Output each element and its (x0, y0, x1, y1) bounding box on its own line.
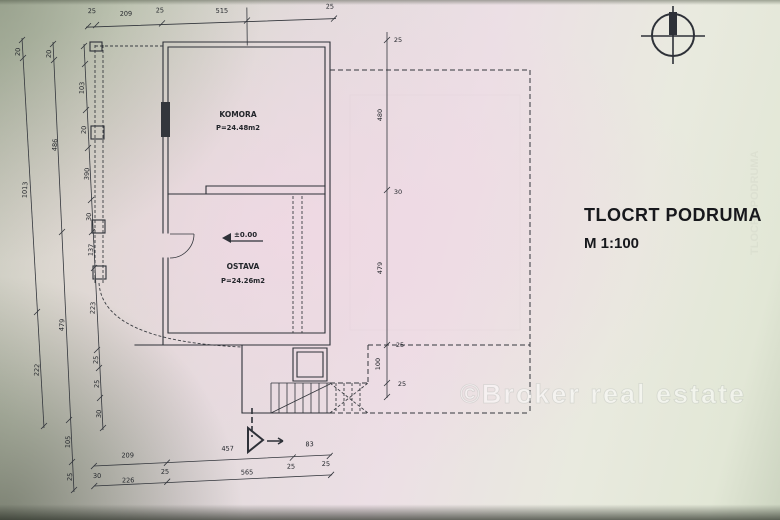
dim-label: 223 (89, 301, 98, 314)
dim-label: 25 (161, 468, 169, 476)
dim-label: 486 (51, 138, 60, 151)
dim-label: 25 (93, 380, 101, 389)
dim-label: 103 (78, 81, 87, 94)
dim-chain-bottom: 209 457 83 30 25 25 25 226 565 (90, 440, 335, 490)
entrance-arrow-icon (247, 425, 265, 455)
dim-label: 25 (398, 380, 406, 388)
dim-label: 209 (121, 451, 134, 459)
dim-label: 30 (93, 472, 101, 480)
room-label-komora: KOMORA (219, 110, 256, 119)
dim-label: 25 (92, 356, 100, 365)
wall-post-2 (90, 125, 105, 140)
dim-label: 20 (14, 48, 22, 57)
dim-label: 1013 (21, 181, 30, 198)
dim-label: 25 (396, 341, 404, 349)
entrance-direction-arrow (267, 437, 284, 445)
interior-wall (167, 185, 326, 195)
dim-label: 565 (241, 468, 254, 476)
terrace-outline (330, 69, 531, 414)
dim-chain-left-outer: 20 1013 222 (14, 36, 48, 430)
dim-chain-right: 25 480 30 479 25 100 25 (374, 32, 406, 401)
dim-label: 390 (83, 167, 92, 180)
inner-wall (167, 46, 326, 334)
dim-label: 25 (88, 7, 96, 15)
dim-label: 25 (394, 36, 402, 44)
projection-lines (292, 196, 303, 333)
level-marker-label: ±0.00 (234, 231, 257, 239)
wall-post-3 (91, 219, 106, 234)
outer-wall (134, 41, 331, 346)
dim-label: 100 (374, 358, 382, 370)
dim-label: 20 (80, 126, 88, 135)
dim-label: 83 (305, 440, 313, 448)
dim-label: 30 (85, 213, 93, 222)
retaining-wall (89, 41, 243, 348)
dim-label: 479 (58, 318, 67, 331)
stair-direction-line (270, 383, 331, 414)
dim-label: 30 (95, 410, 103, 419)
terrace-dashed-lines (330, 69, 531, 414)
stair-treads (270, 382, 330, 413)
dim-label: 25 (326, 3, 334, 11)
ghost-bleed: TLOCRT PODRUMA (350, 95, 761, 330)
dim-label: 480 (376, 109, 384, 121)
window (161, 102, 170, 137)
dim-label: 25 (156, 6, 164, 14)
dim-label: 457 (221, 445, 234, 453)
dim-label: 105 (64, 435, 73, 448)
dim-label: 20 (45, 50, 53, 59)
dim-chain-top: 25 209 25 515 25 (84, 3, 338, 46)
dim-label: 25 (66, 473, 74, 482)
dim-chain-left-middle: 20 486 479 105 25 (45, 40, 78, 494)
door-swing (169, 233, 195, 259)
dim-label: 30 (394, 188, 402, 196)
level-marker: ±0.00 (222, 231, 263, 243)
drawing-title: TLOCRT PODRUMA (584, 205, 762, 225)
dim-label: 25 (322, 460, 330, 468)
ghost-rect (350, 95, 520, 330)
building-outline (134, 41, 331, 346)
watermark: ©Broker real estate (460, 379, 746, 409)
stairs (241, 344, 369, 414)
dim-label: 515 (216, 7, 229, 15)
room-area-ostava: P=24.26m2 (221, 277, 265, 285)
drawing-scale: M 1:100 (584, 235, 639, 252)
stair-outline (241, 344, 331, 414)
wall-post-1 (89, 41, 103, 52)
dim-label: 137 (87, 243, 96, 256)
dim-label: 209 (120, 10, 133, 18)
retaining-wall-lines (94, 45, 163, 283)
dim-label: 479 (376, 262, 384, 274)
level-marker-icon (222, 233, 231, 243)
entrance-marker (247, 408, 284, 455)
room-label-ostava: OSTAVA (227, 262, 260, 271)
compass-north-bar (669, 12, 677, 35)
retaining-wall-curve (98, 282, 243, 348)
dim-label: 222 (33, 363, 42, 376)
stair-treads-hidden (329, 382, 369, 414)
ghost-text: TLOCRT PODRUMA (749, 150, 761, 255)
wall-post-4 (92, 265, 107, 280)
dim-label: 25 (287, 463, 295, 471)
room-area-komora: P=24.48m2 (216, 124, 260, 132)
dim-chain-left-inner: 103 20 390 30 137 223 25 25 30 (78, 42, 107, 432)
north-compass-icon (641, 6, 705, 64)
dim-label: 226 (122, 476, 135, 484)
stair-landing-walls (292, 347, 328, 382)
